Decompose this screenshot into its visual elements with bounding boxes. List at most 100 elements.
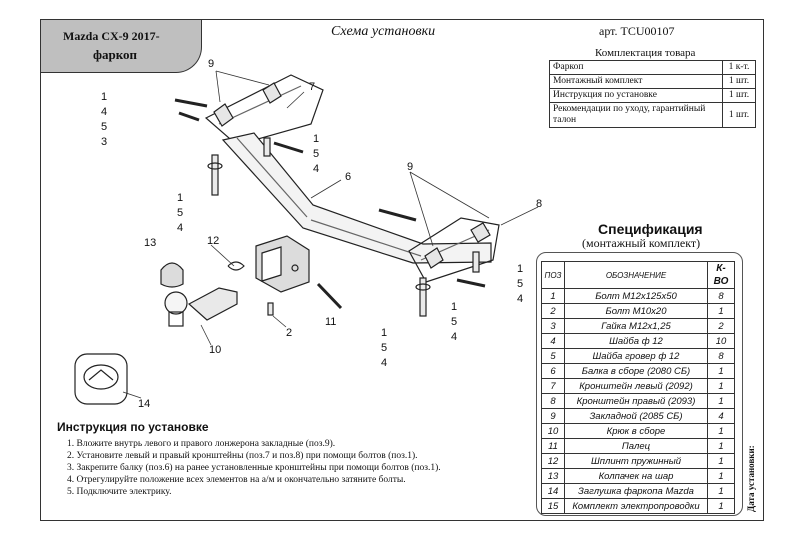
callout-2: 2: [286, 327, 292, 339]
callout-1: 1: [517, 263, 523, 275]
spec-name: Болт М12х125х50: [564, 288, 708, 304]
spec-qty: 1: [707, 393, 735, 409]
hook-shank: [187, 287, 238, 321]
spec-qty: 1: [707, 468, 735, 484]
spec-pos: 6: [541, 363, 565, 379]
beam-edge: [236, 137, 308, 218]
kit-qty: 1 шт.: [722, 102, 756, 128]
table-header-row: ПОЗ ОБОЗНАЧЕНИЕ К-ВО: [541, 261, 735, 289]
spec-qty: 2: [707, 318, 735, 334]
instruction-step: 3. Закрепите балку (поз.6) на ранее уста…: [67, 463, 441, 473]
ball-cap: [160, 262, 184, 288]
callout-9: 9: [208, 58, 214, 70]
spec-pos: 4: [541, 333, 565, 349]
car-model: Mazda CX-9 2017-: [63, 29, 160, 43]
callout-5: 5: [313, 148, 319, 160]
bolt-horizontal: [378, 208, 417, 222]
spec-qty: 1: [707, 423, 735, 439]
bolt-vertical: [211, 154, 219, 196]
callout-1: 1: [451, 301, 457, 313]
spec-name: Палец: [564, 438, 708, 454]
article-number: арт. TCU00107: [599, 24, 675, 38]
callout-4: 4: [451, 331, 457, 343]
instructions-title: Инструкция по установке: [57, 420, 209, 434]
spec-qty: 1: [707, 483, 735, 499]
installation-drawing: 9 7 6 9 8 12 13 2 11 10 14 1 4 5 3 1 5 4…: [74, 58, 542, 410]
leader-line: [272, 315, 287, 328]
kit-title: Комплектация товара: [595, 47, 696, 59]
beam-edge: [310, 219, 422, 257]
callout-5: 5: [381, 342, 387, 354]
callout-4: 4: [101, 106, 107, 118]
instruction-step: 2. Установите левый и правый кронштейны …: [67, 451, 418, 461]
callout-9: 9: [407, 161, 413, 173]
instruction-step: 4. Отрегулируйте положение всех элементо…: [67, 475, 406, 485]
spec-qty: 8: [707, 288, 735, 304]
callout-14: 14: [138, 398, 150, 410]
bolt-horizontal: [174, 98, 208, 108]
table-row: Рекомендации по уходу, гарантийный талон…: [549, 102, 756, 128]
spec-pos: 15: [541, 498, 565, 514]
callout-5: 5: [517, 278, 523, 290]
instructions-list: 1. Вложите внутрь левого и правого лонже…: [67, 438, 441, 498]
spec-qty: 1: [707, 498, 735, 514]
spec-pos: 5: [541, 348, 565, 364]
spec-name: Заглушка фаркопа Mazda: [564, 483, 708, 499]
bolt-vertical: [263, 137, 271, 157]
spec-pos: 1: [541, 288, 565, 304]
mazda-logo: [83, 364, 119, 390]
bolt-vertical: [419, 277, 427, 317]
leader-line: [215, 70, 270, 86]
spec-pos: 10: [541, 423, 565, 439]
scheme-title: Схема установки: [331, 24, 436, 39]
instruction-step: 1. Вложите внутрь левого и правого лонже…: [67, 439, 336, 449]
col-qty: К-ВО: [707, 261, 735, 289]
spec-qty: 1: [707, 453, 735, 469]
receiver-opening: [261, 246, 282, 282]
embed-plate-right: [424, 247, 444, 269]
small-bolt: [267, 302, 274, 316]
callout-stack-top-left: 1 4 5 3: [101, 91, 107, 148]
ball-base: [168, 311, 184, 327]
drawing-sheet: Mazda CX-9 2017- фаркоп Схема установки …: [40, 19, 764, 521]
spec-pos: 12: [541, 453, 565, 469]
spec-name: Колпачек на шар: [564, 468, 708, 484]
leader-line: [122, 391, 142, 399]
hitch-cover: [74, 353, 128, 405]
spec-pos: 11: [541, 438, 565, 454]
mazda-logo-wing: [88, 369, 114, 381]
spec-pos: 13: [541, 468, 565, 484]
callout-stack-lower-center: 1 5 4: [381, 327, 387, 369]
hitch-pin: [316, 282, 343, 310]
col-pos: ПОЗ: [541, 261, 565, 289]
spec-name: Балка в сборе (2080 СБ): [564, 363, 708, 379]
leader-line: [210, 244, 235, 267]
callout-10: 10: [209, 344, 221, 356]
model-corner-block: Mazda CX-9 2017- фаркоп: [41, 20, 202, 73]
callout-7: 7: [309, 81, 315, 93]
leader-line: [286, 91, 305, 109]
product-name: фаркоп: [93, 47, 138, 62]
spec-name: Шайба ф 12: [564, 333, 708, 349]
leader-line: [500, 206, 539, 226]
main-beam: [221, 132, 492, 264]
spec-pos: 7: [541, 378, 565, 394]
bolt-horizontal: [273, 141, 304, 154]
callout-stack-center-bolt: 1 5 4: [313, 133, 319, 175]
spec-title: Спецификация: [598, 221, 703, 237]
leader-line: [215, 70, 221, 103]
spec-name: Болт М10х20: [564, 303, 708, 319]
spec-qty: 1: [707, 438, 735, 454]
callout-1: 1: [313, 133, 319, 145]
washer: [415, 283, 431, 291]
